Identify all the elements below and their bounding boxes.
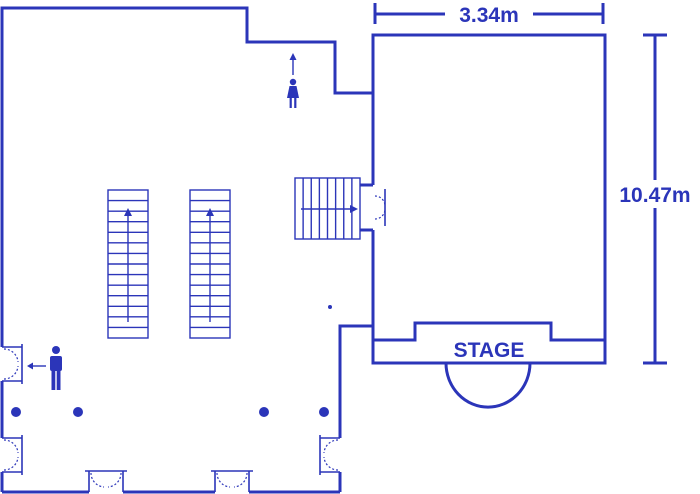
double-door-icon: [319, 435, 342, 475]
auditorium-side-door: [360, 183, 386, 232]
double-door-icon: [85, 470, 127, 494]
pillar-dot-icon: [73, 407, 83, 417]
staircase-group: [107, 177, 361, 339]
double-door-icon: [211, 470, 253, 494]
width-dimension-label: 3.34m: [459, 4, 519, 27]
stair-up-arrow-icon: [206, 208, 214, 216]
width-dimension: 3.34m: [373, 2, 605, 27]
pillar-dot-icon: [319, 407, 329, 417]
stage-label: STAGE: [454, 339, 525, 362]
height-dimension-label: 10.47m: [619, 184, 690, 207]
door-group: [0, 344, 342, 494]
auditorium-wall-upper: [371, 33, 607, 365]
staircase-right: [189, 189, 231, 339]
male-restroom-icon: [27, 346, 62, 390]
double-door-icon: [0, 344, 23, 384]
double-door-icon: [0, 435, 23, 475]
pillar-dot-icon: [11, 407, 21, 417]
exterior-wall-left-hall: [0, 6, 373, 492]
staircase-left: [107, 189, 149, 339]
stair-up-arrow-icon: [124, 208, 132, 216]
exterior-wall-right-lower: [338, 324, 373, 492]
stair-right-arrow-icon: [350, 205, 358, 213]
stage-platform: [373, 321, 605, 342]
pillar-row: [11, 305, 332, 417]
small-marker-dot: [328, 305, 332, 309]
stage-thrust: [444, 362, 532, 409]
staircase-side: [294, 177, 361, 240]
height-dimension: 10.47m: [612, 33, 700, 365]
pillar-dot-icon: [259, 407, 269, 417]
female-restroom-icon: [287, 53, 299, 108]
